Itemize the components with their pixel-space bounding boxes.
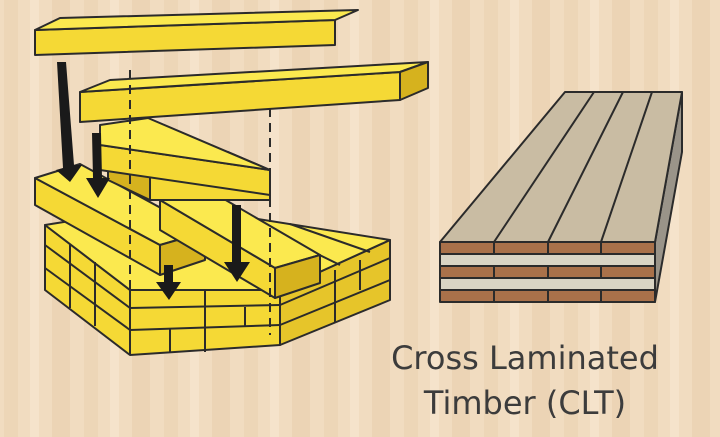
arrow-down-icon bbox=[56, 62, 82, 182]
clt-panel-top-board-lines bbox=[493, 91, 653, 243]
top-board-2-end bbox=[399, 61, 429, 101]
middle-board-center-end bbox=[274, 254, 321, 299]
arrow-down-icon bbox=[86, 133, 110, 198]
arrow-down-icon bbox=[156, 265, 181, 300]
clt-panel bbox=[439, 91, 683, 303]
clt-panel-board-separators bbox=[493, 242, 602, 302]
stacking-arrows bbox=[56, 62, 250, 300]
caption-line-2: Timber (CLT) bbox=[423, 384, 627, 422]
base-block-brick-lines bbox=[44, 244, 391, 355]
diagram-caption: Cross Laminated Timber (CLT) bbox=[340, 336, 710, 426]
alignment-dashed-lines bbox=[129, 70, 271, 335]
arrow-down-icon bbox=[224, 205, 250, 282]
top-board-1-top bbox=[34, 9, 359, 31]
caption-line-1: Cross Laminated bbox=[391, 339, 659, 377]
